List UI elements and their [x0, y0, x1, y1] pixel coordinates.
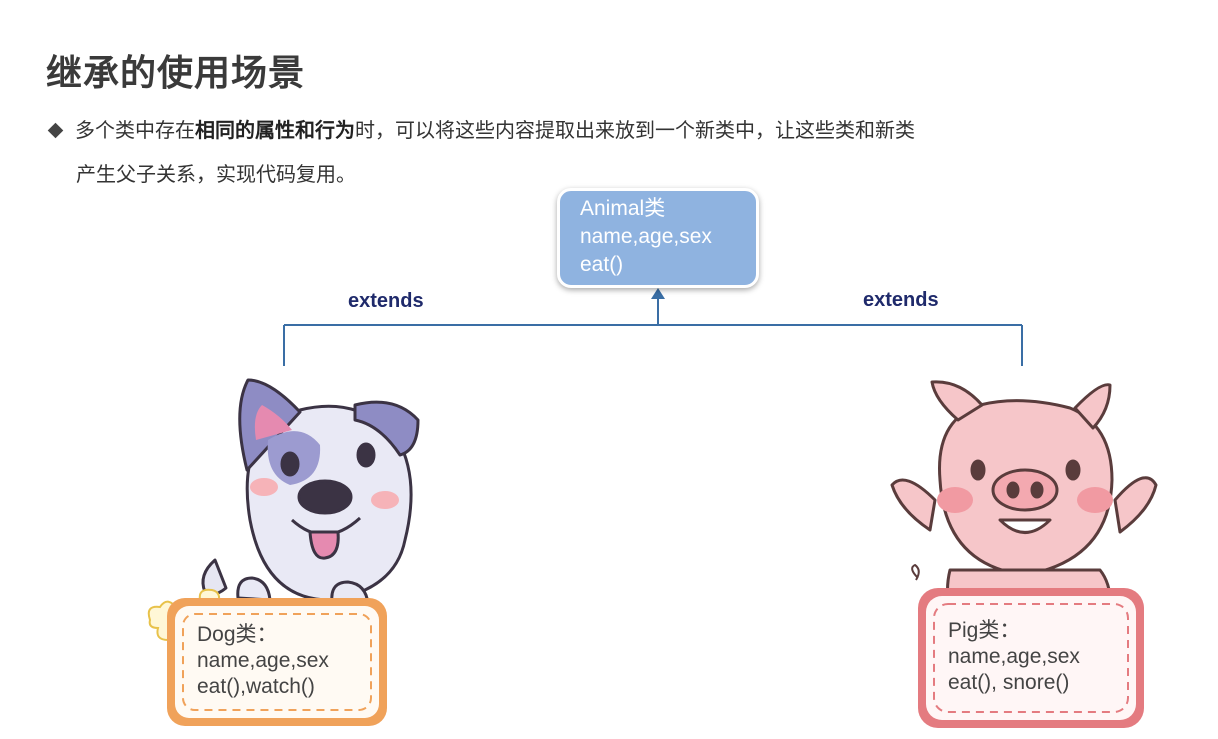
dog-illustration-icon	[201, 378, 420, 606]
animal-class-box: Animal类 name,age,sex eat()	[557, 188, 759, 288]
bullet-line2: 产生父子关系，实现代码复用。	[76, 162, 356, 186]
dog-card	[167, 598, 387, 726]
animal-class-methods: eat()	[580, 253, 624, 276]
pig-class-text: Pig类： name,age,sex eat(), snore()	[948, 618, 1080, 696]
extends-label-right: extends	[863, 289, 939, 311]
dog-class-fields: name,age,sex	[197, 649, 329, 672]
pig-illustration-icon	[890, 380, 1158, 612]
bullet-emphasis: 相同的属性和行为	[195, 118, 355, 142]
bullet-suffix: 时，可以将这些内容提取出来放到一个新类中，让这些类和新类	[355, 118, 915, 142]
pig-class-fields: name,age,sex	[948, 645, 1080, 668]
page-title: 继承的使用场景	[46, 53, 306, 94]
extends-label-left: extends	[348, 290, 424, 312]
animal-class-name: Animal类	[580, 197, 666, 220]
animal-class-fields: name,age,sex	[580, 225, 712, 248]
dog-class-text: Dog类： name,age,sex eat(),watch()	[197, 622, 329, 700]
inheritance-connector	[283, 298, 1023, 366]
pig-card	[918, 588, 1144, 728]
dog-class-name: Dog类：	[197, 623, 278, 646]
pig-class-methods: eat(), snore()	[948, 671, 1070, 694]
bullet-prefix: 多个类中存在	[75, 118, 195, 142]
bullet-text: 多个类中存在相同的属性和行为时，可以将这些内容提取出来放到一个新类中，让这些类和…	[46, 108, 1086, 196]
arrow-head-icon	[651, 288, 665, 299]
dog-class-methods: eat(),watch()	[197, 675, 315, 698]
pig-class-name: Pig类：	[948, 619, 1021, 642]
